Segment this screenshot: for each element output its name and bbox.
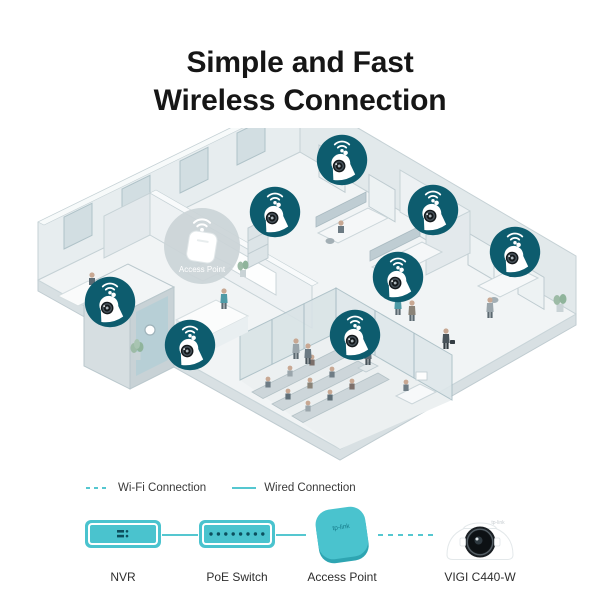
nvr-icon bbox=[85, 520, 161, 548]
camera-icon: tp-link bbox=[446, 520, 514, 560]
access-point-device bbox=[186, 230, 218, 264]
wireless-camera-badge bbox=[330, 310, 380, 360]
wireless-camera-badge bbox=[85, 277, 135, 327]
wired-connector-line bbox=[276, 534, 306, 536]
nvr-label: NVR bbox=[110, 570, 136, 584]
trainees bbox=[265, 354, 355, 412]
av-desk bbox=[394, 371, 438, 405]
wireless-camera-badge bbox=[490, 227, 540, 277]
wifi-connection-key: Wi-Fi Connection bbox=[86, 482, 206, 494]
legend-line-types: Wi-Fi Connection Wired Connection bbox=[0, 480, 600, 496]
wired-connection-label: Wired Connection bbox=[264, 482, 356, 494]
tp-link-logo: tp-link bbox=[491, 520, 505, 526]
person-standing bbox=[486, 297, 494, 318]
legend-device-camera: tp-link VIGI C440-W bbox=[434, 502, 526, 588]
wireless-camera-badge bbox=[317, 135, 367, 185]
poe-switch-icon bbox=[199, 520, 275, 548]
wifi-connector-line bbox=[378, 534, 434, 536]
receptionist bbox=[220, 288, 228, 309]
wall-clock bbox=[144, 324, 156, 336]
wireless-camera-badge bbox=[373, 252, 423, 302]
access-point-badge-label: Access Point bbox=[179, 265, 226, 274]
cubicle-cluster bbox=[315, 191, 390, 244]
plants bbox=[130, 260, 567, 360]
access-point-label: Access Point bbox=[307, 570, 377, 584]
wireless-camera-badge bbox=[408, 185, 458, 235]
wired-connection-key: Wired Connection bbox=[232, 482, 356, 494]
wired-connector-line bbox=[162, 534, 198, 536]
wifi-connection-line-swatch bbox=[86, 487, 110, 489]
camera-label: VIGI C440-W bbox=[444, 570, 516, 584]
person-with-briefcase bbox=[442, 328, 455, 349]
legend-device-poe-switch: PoE Switch bbox=[198, 502, 276, 588]
training-room bbox=[251, 344, 438, 423]
poe-switch-label: PoE Switch bbox=[206, 570, 268, 584]
legend-device-nvr: NVR bbox=[84, 502, 162, 588]
title-line-2: Wireless Connection bbox=[153, 84, 447, 117]
office-floorplan-illustration: Access Point bbox=[36, 128, 577, 461]
wireless-camera-badge bbox=[250, 187, 300, 237]
legend: Wi-Fi Connection Wired Connection bbox=[0, 480, 600, 588]
tp-link-logo: tp-link bbox=[332, 523, 351, 532]
legend-device-access-point: tp-link Access Point bbox=[306, 502, 378, 588]
wired-connection-line-swatch bbox=[232, 487, 257, 489]
access-point-icon: tp-link bbox=[315, 506, 369, 564]
wireless-camera-badge bbox=[165, 320, 215, 370]
legend-devices: NVR PoE Switch bbox=[0, 502, 600, 588]
access-point-badge: Access Point bbox=[164, 208, 240, 284]
title-line-1: Simple and Fast bbox=[186, 46, 414, 79]
page-title: Simple and Fast Wireless Connection bbox=[0, 44, 600, 120]
wifi-connection-label: Wi-Fi Connection bbox=[118, 482, 207, 494]
